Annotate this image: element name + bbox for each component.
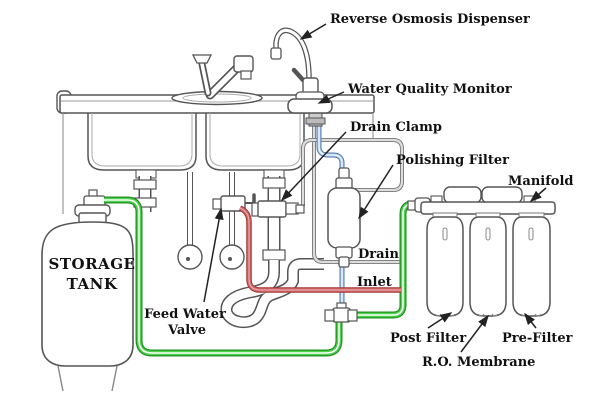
polishing-filter (327, 167, 361, 268)
label-dispenser: Reverse Osmosis Dispenser (330, 12, 530, 27)
storage-tank-label-line1: STORAGE (49, 255, 136, 273)
right-drain-slipnut (262, 177, 286, 189)
undersink-plumbing (133, 172, 324, 329)
leader-ro-membrane (460, 314, 489, 353)
drain-clamp (251, 200, 305, 218)
pre-filter-canister (512, 216, 551, 317)
leader-monitor (317, 91, 345, 104)
drain-tubing (301, 126, 404, 264)
dispenser-lever (291, 67, 306, 83)
label-feed-water-line2: Valve (167, 323, 206, 338)
label-drain-clamp: Drain Clamp (350, 120, 442, 135)
post-filter-canister (426, 216, 464, 317)
left-drain-coupling (133, 179, 157, 190)
label-manifold: Manifold (508, 174, 574, 189)
label-post-filter: Post Filter (390, 331, 466, 346)
label-drain: Drain (358, 247, 399, 262)
polishing-filter-body (327, 187, 361, 249)
label-ro-membrane: R.O. Membrane (422, 355, 535, 370)
ro-membrane-canister (469, 216, 507, 317)
storage-tank-label-line2: TANK (67, 275, 118, 293)
shutoff-handle-left (177, 244, 203, 270)
tank-leg (57, 365, 64, 392)
water-quality-monitor (287, 98, 333, 114)
label-polishing-filter: Polishing Filter (396, 153, 509, 168)
leader-manifold (529, 187, 547, 202)
filter-assembly (407, 186, 556, 317)
manifold-bar (420, 201, 556, 215)
shutoff-handle-right (219, 244, 245, 270)
main-faucet (171, 54, 263, 106)
leader-lines (203, 23, 547, 353)
leader-polishing-filter (358, 164, 394, 220)
storage-tank: STORAGE TANK (41, 189, 136, 392)
leader-pre-filter (524, 312, 537, 329)
tank-body (41, 221, 134, 367)
label-monitor: Water Quality Monitor (347, 82, 512, 97)
dispenser-spout-tip (270, 47, 282, 60)
leader-post-filter (427, 312, 453, 329)
label-pre-filter: Pre-Filter (502, 331, 573, 346)
faucet-feed-tubing (316, 126, 345, 308)
leader-drain-clamp (280, 131, 347, 202)
inlet-tubing (238, 205, 401, 293)
label-feed-water-line1: Feed Water (144, 307, 226, 322)
labels: Reverse Osmosis Dispenser Water Quality … (144, 12, 573, 370)
leader-feed-valve (203, 207, 224, 303)
leader-dispenser (299, 23, 327, 40)
sink-basins (87, 113, 305, 179)
tank-leg (111, 365, 118, 392)
tee-fitting (324, 302, 358, 323)
feed-water-valve (212, 193, 256, 213)
label-inlet: Inlet (357, 275, 392, 290)
